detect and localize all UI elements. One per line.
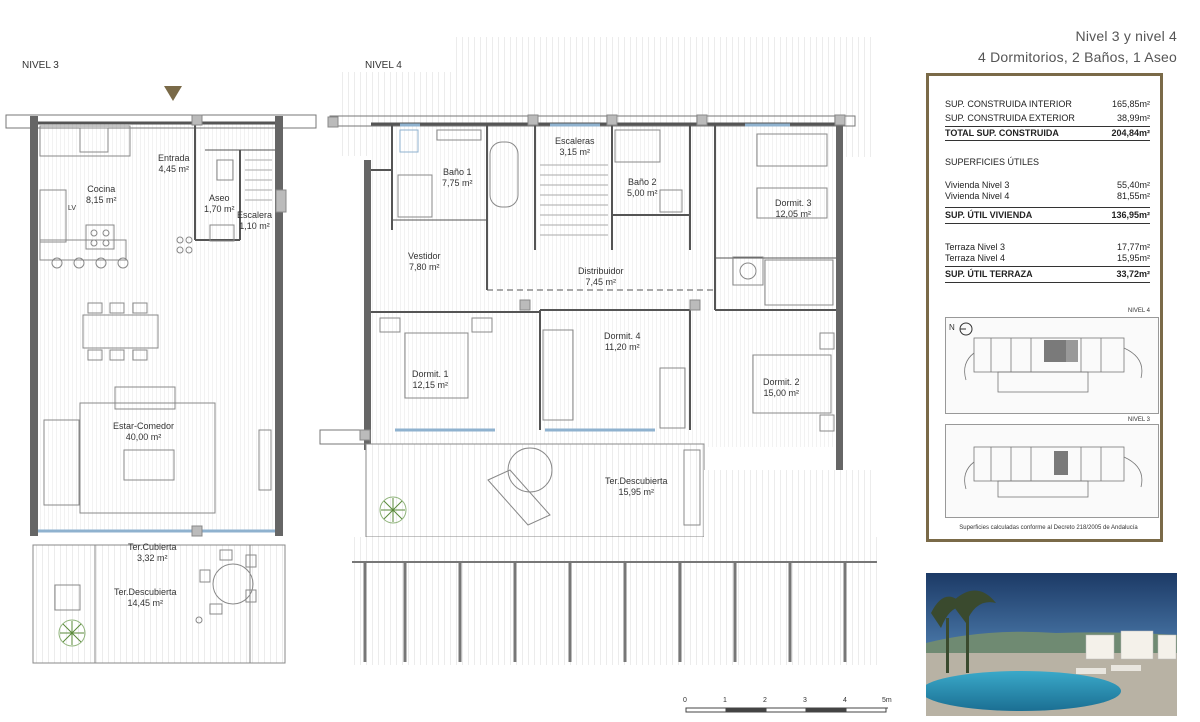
- mini-level3-label: NIVEL 3: [1127, 417, 1150, 423]
- site-plan-level4-drawing: [964, 337, 1143, 393]
- compass-letter: N: [949, 323, 955, 332]
- pool-rendering-drawing: [926, 573, 1177, 716]
- utiles-title: SUPERFICIES ÚTILES: [945, 157, 1040, 167]
- site-plan-level3: [945, 424, 1159, 518]
- level3-left-wall: [30, 116, 38, 536]
- scale-tick: 2: [763, 697, 767, 704]
- scale-tick: 5m: [882, 697, 892, 704]
- summary-divider: [945, 207, 1150, 208]
- summary-divider: [945, 282, 1150, 283]
- summary-divider: [945, 126, 1150, 127]
- scale-tick: 1: [723, 697, 727, 704]
- level4-label: NIVEL 4: [365, 60, 402, 71]
- summary-divider: [945, 266, 1150, 267]
- mini-level4-label: NIVEL 4: [1127, 308, 1150, 314]
- level3-label: NIVEL 3: [22, 60, 59, 71]
- level4-lower-roof: [352, 537, 877, 665]
- fixture-label: LV: [68, 205, 77, 212]
- level3-plan: [5, 86, 317, 664]
- scale-tick: 4: [843, 697, 847, 704]
- site-plan-level3-drawing: [964, 446, 1143, 498]
- scale-bar: [685, 707, 888, 713]
- footnote: Superficies calculadas conforme al Decre…: [959, 525, 1138, 531]
- plant-icon: [379, 496, 407, 524]
- site-plan-level4: [945, 317, 1159, 414]
- summary-divider: [945, 140, 1150, 141]
- level4-plan: [319, 37, 877, 665]
- level3-terrace: [32, 544, 286, 664]
- level3-floor: [37, 123, 276, 530]
- page-subtitle: 4 Dormitorios, 2 Baños, 1 Aseo: [978, 49, 1177, 65]
- entrance-arrow-icon: [164, 86, 182, 101]
- scale-tick: 3: [803, 697, 807, 704]
- scale-tick: 0: [683, 697, 687, 704]
- summary-divider: [945, 223, 1150, 224]
- pool-rendering-image: [926, 573, 1177, 716]
- page-title: Nivel 3 y nivel 4: [1075, 28, 1177, 44]
- level3-right-wall: [275, 116, 283, 536]
- compass-icon: [959, 322, 973, 336]
- plant-icon: [58, 619, 86, 647]
